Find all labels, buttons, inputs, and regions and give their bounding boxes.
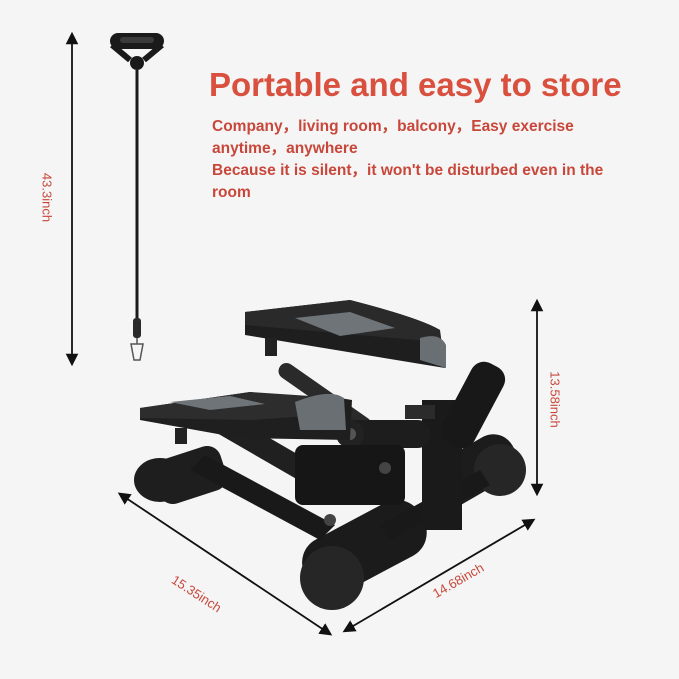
description-line-1: Company，living room，balcony，Easy exercis… <box>212 118 574 157</box>
height-label: 13.58inch <box>547 371 563 428</box>
width-arrow <box>342 518 536 633</box>
length-arrow <box>117 492 333 636</box>
stepper-machine-icon <box>134 300 526 610</box>
headline: Portable and easy to store <box>209 66 622 103</box>
description-line-2: Because it is silent，it won't be disturb… <box>212 162 604 201</box>
band-length-label: 43.3inch <box>39 172 55 223</box>
resistance-band-icon <box>110 33 164 361</box>
description: Company，living room，balcony，Easy exercis… <box>212 116 632 204</box>
